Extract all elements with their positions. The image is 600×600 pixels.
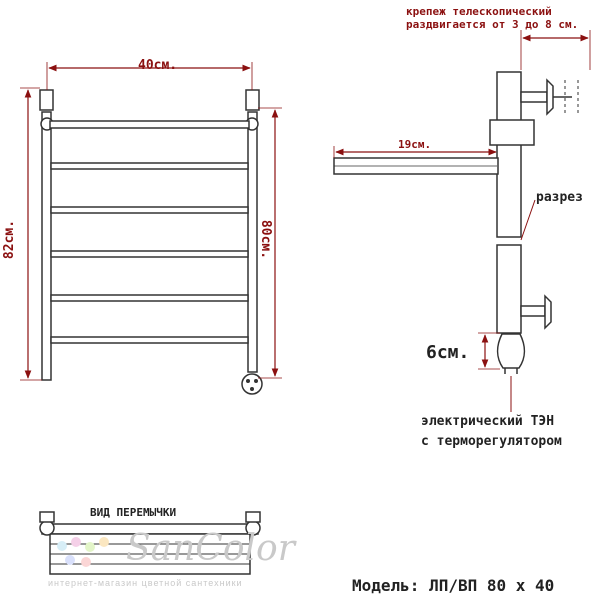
rung-3 xyxy=(50,206,249,214)
watermark-brand: SanColor xyxy=(126,528,295,569)
cut-leader xyxy=(520,199,536,241)
rung-4 xyxy=(50,250,249,258)
mount-label-line2: раздвигается от 3 до 8 см. xyxy=(406,18,579,31)
cut-label: разрез xyxy=(536,190,583,205)
side-post-upper xyxy=(496,71,522,238)
side-dimensions xyxy=(333,30,591,412)
rung-5 xyxy=(50,294,249,302)
front-dimensions xyxy=(20,62,282,381)
jumper-view-label: ВИД ПЕРЕМЫЧКИ xyxy=(90,506,177,519)
wall-flange-bottom xyxy=(544,294,552,330)
depth-label: 19см. xyxy=(398,138,432,151)
mount-rod-top xyxy=(520,91,548,103)
mount-rod-bottom xyxy=(520,305,546,317)
heater-label-line2: с терморегулятором xyxy=(421,434,562,449)
rung-2 xyxy=(50,162,249,170)
bracket-collar xyxy=(489,119,535,146)
model-label: Модель: ЛП/ВП 80 х 40 xyxy=(352,576,555,595)
watermark-dots xyxy=(57,537,109,567)
width-label: 40см. xyxy=(138,58,178,73)
heater-label-line1: электрический ТЭН xyxy=(421,414,555,429)
front-view xyxy=(39,89,263,395)
side-view xyxy=(333,71,579,374)
rung-1 xyxy=(49,120,250,129)
left-top-cap xyxy=(39,89,54,111)
heater-element xyxy=(496,333,526,369)
right-post xyxy=(247,111,258,373)
side-post-lower xyxy=(496,244,522,334)
rung-6 xyxy=(50,336,249,344)
jumper-view xyxy=(39,511,261,575)
mount-label-line1: крепеж телескопический xyxy=(406,5,552,18)
right-top-cap xyxy=(245,89,260,111)
height-inner-label: 80см. xyxy=(258,219,274,260)
heater-plug xyxy=(241,373,263,395)
wall-flange-top xyxy=(546,78,554,116)
height-total-label: 82см. xyxy=(2,219,18,260)
heater-size-label: 6см. xyxy=(426,342,470,363)
watermark-tagline: интернет-магазин цветной сантехники xyxy=(48,578,243,588)
jumper-left-joint xyxy=(39,520,55,536)
left-post xyxy=(41,111,52,381)
